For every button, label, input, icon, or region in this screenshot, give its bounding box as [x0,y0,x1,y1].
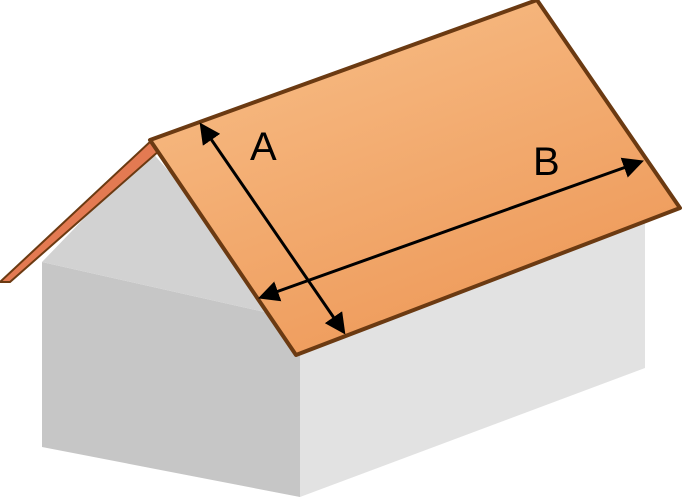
dimension-label-b: B [533,140,560,184]
dimension-arrow-b [258,157,644,302]
dimension-label-a: A [250,125,277,169]
